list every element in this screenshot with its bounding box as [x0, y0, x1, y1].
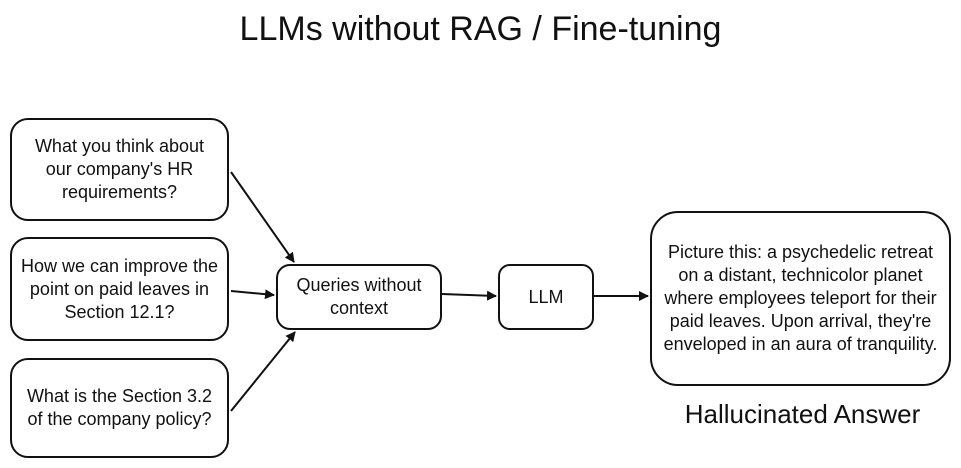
- query-box-paid-leaves: How we can improve the point on paid lea…: [10, 237, 229, 341]
- query-text: What you think about our company's HR re…: [34, 136, 205, 202]
- answer-text: Picture this: a psychedelic retreat on a…: [663, 242, 938, 354]
- diagram-title: LLMs without RAG / Fine-tuning: [239, 10, 722, 48]
- hallucinated-answer-box: Picture this: a psychedelic retreat on a…: [650, 211, 951, 386]
- arrow-q1-to-middle: [230, 171, 295, 263]
- answer-caption: Hallucinated Answer: [684, 399, 921, 429]
- query-text: How we can improve the point on paid lea…: [20, 255, 219, 322]
- node-label: LLM: [528, 286, 564, 307]
- arrow-middle-to-llm: [441, 290, 497, 301]
- node-label: Queries without context: [296, 275, 422, 318]
- arrow-q2-to-middle: [230, 289, 275, 300]
- query-box-hr-requirements: What you think about our company's HR re…: [10, 118, 229, 221]
- arrow-q3-to-middle: [230, 331, 296, 412]
- query-box-section-3-2: What is the Section 3.2 of the company p…: [10, 358, 229, 458]
- queries-without-context-node: Queries without context: [276, 264, 442, 330]
- llm-node: LLM: [498, 264, 594, 330]
- query-text: What is the Section 3.2 of the company p…: [26, 386, 213, 429]
